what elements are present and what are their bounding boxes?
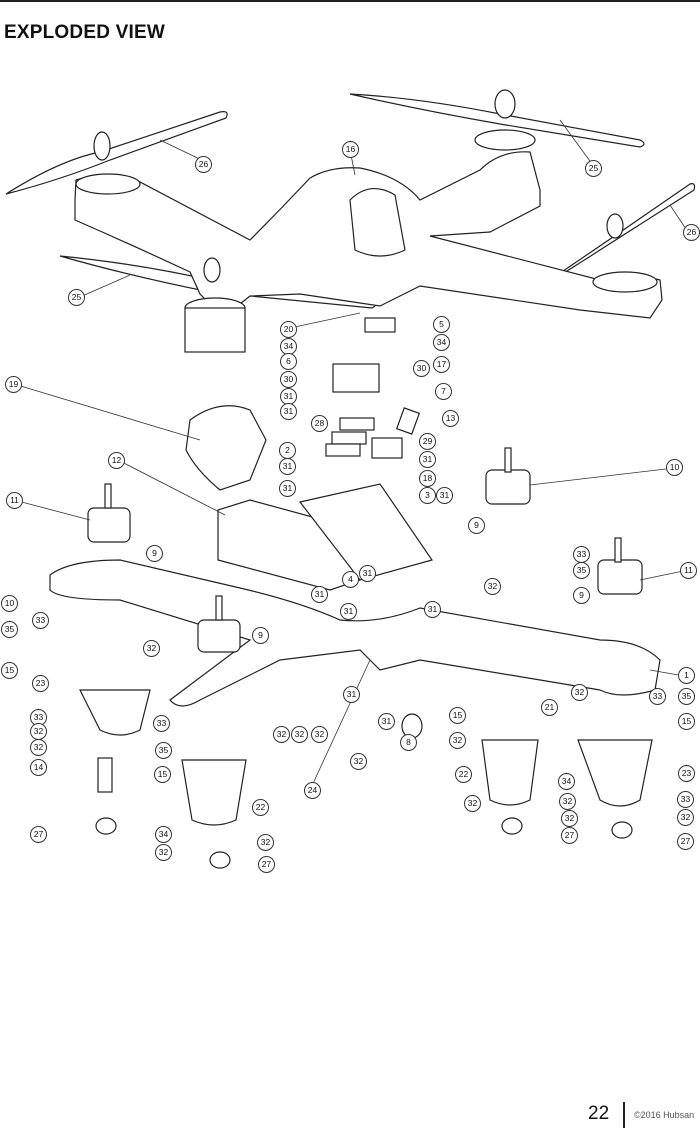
callout-13: 13: [442, 410, 459, 427]
callout-26-right: 26: [683, 224, 700, 241]
callout-31-b: 31: [280, 403, 297, 420]
callout-27-right-mid: 27: [561, 827, 578, 844]
page-number: 22: [588, 1103, 610, 1124]
propeller-26-left: [5, 111, 228, 195]
page-title: EXPLODED VIEW: [4, 22, 165, 43]
callout-26-left: 26: [195, 156, 212, 173]
callout-22-left: 22: [252, 799, 269, 816]
callout-31-j: 31: [424, 601, 441, 618]
callout-1: 1: [678, 667, 695, 684]
callout-30-left: 30: [280, 371, 297, 388]
callout-11-left: 11: [6, 492, 23, 509]
callout-2: 2: [279, 442, 296, 459]
callout-34-right: 34: [558, 773, 575, 790]
landing-leg-left-rear: [181, 759, 247, 826]
callout-18: 18: [419, 470, 436, 487]
callout-29: 29: [419, 433, 436, 450]
callout-21: 21: [541, 699, 558, 716]
callout-32-center-b: 32: [350, 753, 367, 770]
callout-32-mid-b: 32: [291, 726, 308, 743]
callout-17: 17: [433, 356, 450, 373]
footer-divider: [623, 1102, 625, 1128]
callout-19: 19: [5, 376, 22, 393]
callout-32-left-top: 32: [143, 640, 160, 657]
callout-12: 12: [108, 452, 125, 469]
callout-32-right-low-d: 32: [677, 809, 694, 826]
callout-11-right: 11: [680, 562, 697, 579]
callout-31-k: 31: [343, 686, 360, 703]
callout-32-right-low-b: 32: [559, 793, 576, 810]
callout-9-left: 9: [146, 545, 163, 562]
lower-frame-1: [49, 559, 661, 707]
callout-28: 28: [311, 415, 328, 432]
callout-15-right: 15: [678, 713, 695, 730]
callout-32-low-b: 32: [155, 844, 172, 861]
callout-22-right: 22: [455, 766, 472, 783]
callout-34-upper-right: 34: [433, 334, 450, 351]
callout-25-left: 25: [68, 289, 85, 306]
callout-15-left-top: 15: [1, 662, 18, 679]
callout-5: 5: [433, 316, 450, 333]
callout-27-left: 27: [30, 826, 47, 843]
landing-leg-right-front: [481, 739, 539, 806]
callout-10-left: 10: [1, 595, 18, 612]
landing-leg-right-rear: [577, 739, 653, 807]
callout-33-right-top: 33: [573, 546, 590, 563]
callout-35-right-top: 35: [573, 562, 590, 579]
callout-27-bottom: 27: [258, 856, 275, 873]
landing-leg-left-front: [79, 689, 151, 736]
flight-controller-18: [298, 483, 433, 581]
callout-3: 3: [419, 487, 436, 504]
callout-4: 4: [342, 571, 359, 588]
callout-31-h: 31: [311, 586, 328, 603]
callout-33-left-top: 33: [32, 612, 49, 629]
callout-31-c: 31: [419, 451, 436, 468]
callout-33-right-low: 33: [677, 791, 694, 808]
callout-32-right-mid: 32: [571, 684, 588, 701]
callout-32-right-top: 32: [484, 578, 501, 595]
callout-8: 8: [400, 734, 417, 751]
callout-30-right: 30: [413, 360, 430, 377]
callout-32-mid-a: 32: [273, 726, 290, 743]
callout-32-right-low-c: 32: [561, 810, 578, 827]
callout-9-right: 9: [573, 587, 590, 604]
callout-23-left: 23: [32, 675, 49, 692]
callout-32-left-b: 32: [30, 739, 47, 756]
callout-32-center-right: 32: [449, 732, 466, 749]
callout-15-center: 15: [449, 707, 466, 724]
callout-32-right-low-a: 32: [464, 795, 481, 812]
callout-32-mid-c: 32: [311, 726, 328, 743]
callout-31-l: 31: [378, 713, 395, 730]
callout-31-e: 31: [279, 480, 296, 497]
callout-33-right-mid: 33: [649, 688, 666, 705]
callout-31-i: 31: [340, 603, 357, 620]
callout-31-g: 31: [359, 565, 376, 582]
callout-7: 7: [435, 383, 452, 400]
callout-32-left-a: 32: [30, 723, 47, 740]
exploded-view-diagram: [5, 89, 696, 869]
callout-16: 16: [342, 141, 359, 158]
callout-34-left: 34: [155, 826, 172, 843]
callout-33-center: 33: [153, 715, 170, 732]
callout-24: 24: [304, 782, 321, 799]
callout-31-d: 31: [279, 458, 296, 475]
callout-27-right: 27: [677, 833, 694, 850]
callout-32-low-a: 32: [257, 834, 274, 851]
copyright-text: ©2016 Hubsan: [634, 1110, 695, 1120]
callout-20: 20: [280, 321, 297, 338]
battery-hatch-19: [185, 405, 267, 491]
callout-9-right-top: 9: [468, 517, 485, 534]
callout-14: 14: [30, 759, 47, 776]
callout-23-right: 23: [678, 765, 695, 782]
callout-35-right-mid: 35: [678, 688, 695, 705]
callout-25-right: 25: [585, 160, 602, 177]
callout-31-f: 31: [436, 487, 453, 504]
callout-6: 6: [280, 353, 297, 370]
callout-15-center-left: 15: [154, 766, 171, 783]
callout-35-left-top: 35: [1, 621, 18, 638]
top-rule: [0, 0, 700, 2]
callout-10-right: 10: [666, 459, 683, 476]
callout-35-center: 35: [155, 742, 172, 759]
callout-9-center: 9: [252, 627, 269, 644]
